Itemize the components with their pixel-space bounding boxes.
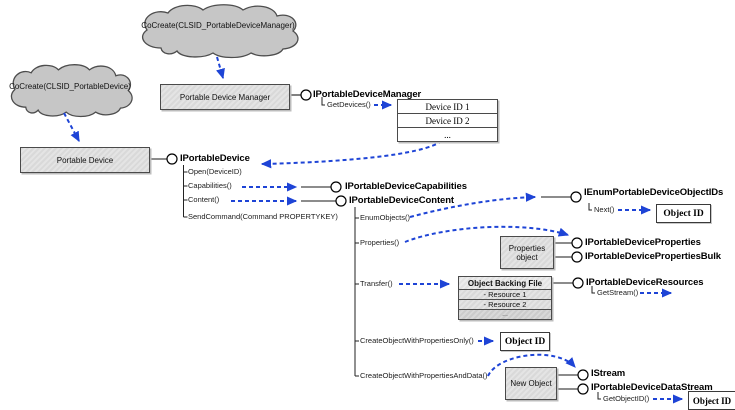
lollipop-enum-icon — [570, 191, 582, 203]
method-properties: Properties() — [360, 238, 400, 247]
method-sendcommand: SendCommand(Command PROPERTYKEY) — [188, 212, 338, 221]
iface-properties-bulk-label: IPortableDevicePropertiesBulk — [585, 251, 721, 262]
method-tree-lines — [183, 97, 601, 400]
resource-row: ... — [459, 310, 551, 319]
object-backing-file-box: Object Backing File - Resource 1 - Resou… — [458, 276, 552, 320]
object-id-box-stream: Object ID — [688, 391, 735, 410]
method-getdevices: GetDevices() — [327, 100, 371, 109]
method-capabilities: Capabilities() — [188, 181, 232, 190]
cocreate-manager-cloud-shape — [142, 4, 299, 59]
method-create-props-only: CreateObjectWithPropertiesOnly() — [360, 336, 474, 345]
arrow-list-to-device — [260, 140, 443, 169]
iface-istream-label: IStream — [591, 368, 626, 379]
iface-properties-label: IPortableDeviceProperties — [585, 237, 701, 248]
method-open: Open(DeviceID) — [188, 167, 242, 176]
resource-row: - Resource 1 — [459, 290, 551, 300]
lollipop-manager-icon — [300, 89, 312, 101]
portable-device-box: Portable Device — [20, 147, 150, 173]
device-id-list: Device ID 1 Device ID 2 ... — [397, 99, 498, 142]
arrow-create-props-data — [487, 353, 576, 377]
backing-file-header: Object Backing File — [459, 277, 551, 290]
lollipop-device-icon — [166, 153, 178, 165]
device-id-row: Device ID 2 — [398, 114, 497, 128]
resource-row: - Resource 2 — [459, 300, 551, 310]
method-enumobjects: EnumObjects() — [360, 213, 411, 222]
arrow-cloud-to-manager — [216, 56, 225, 80]
object-id-box-next: Object ID — [656, 204, 711, 223]
iface-datastream-label: IPortableDeviceDataStream — [591, 382, 713, 393]
iface-device-label: IPortableDevice — [180, 153, 250, 164]
interface-lollipop-icons — [166, 89, 589, 395]
method-transfer: Transfer() — [360, 279, 393, 288]
lollipop-content-icon — [335, 195, 347, 207]
cocreate-device-label: CoCreate(CLSID_PortableDevice) — [9, 82, 131, 91]
lollipop-resources-icon — [572, 277, 584, 289]
method-getstream: GetStream() — [597, 288, 639, 297]
device-id-row: Device ID 1 — [398, 100, 497, 114]
iface-capabilities-label: IPortableDeviceCapabilities — [345, 181, 467, 192]
lollipop-capabilities-icon — [330, 181, 342, 193]
call-arrows — [63, 56, 684, 404]
method-getobjectid: GetObjectID() — [603, 394, 650, 403]
object-id-box-create: Object ID — [500, 332, 550, 351]
lollipop-properties-icon — [571, 237, 583, 249]
lollipop-datastream-icon — [577, 383, 589, 395]
method-create-props-data: CreateObjectWithPropertiesAndData() — [360, 371, 488, 380]
lollipop-sticks — [148, 94, 578, 390]
lollipop-istream-icon — [577, 369, 589, 381]
arrow-properties — [404, 225, 570, 243]
iface-enum-label: IEnumPortableDeviceObjectIDs — [584, 187, 724, 198]
iface-manager-label: IPortableDeviceManager — [313, 89, 422, 100]
new-object-box: New Object — [505, 367, 557, 400]
arrow-cloud-to-device — [63, 112, 80, 143]
method-next: Next() — [594, 205, 615, 214]
cocreate-manager-label: CoCreate(CLSID_PortableDeviceManager) — [141, 21, 295, 30]
portable-device-manager-box: Portable Device Manager — [160, 84, 290, 110]
method-content: Content() — [188, 195, 220, 204]
iface-content-label: IPortableDeviceContent — [349, 195, 454, 206]
lollipop-properties-bulk-icon — [571, 251, 583, 263]
iface-resources-label: IPortableDeviceResources — [586, 277, 704, 288]
properties-object-box: Properties object — [500, 236, 554, 269]
device-id-row: ... — [444, 129, 451, 140]
arrow-enumobjects — [409, 192, 537, 218]
